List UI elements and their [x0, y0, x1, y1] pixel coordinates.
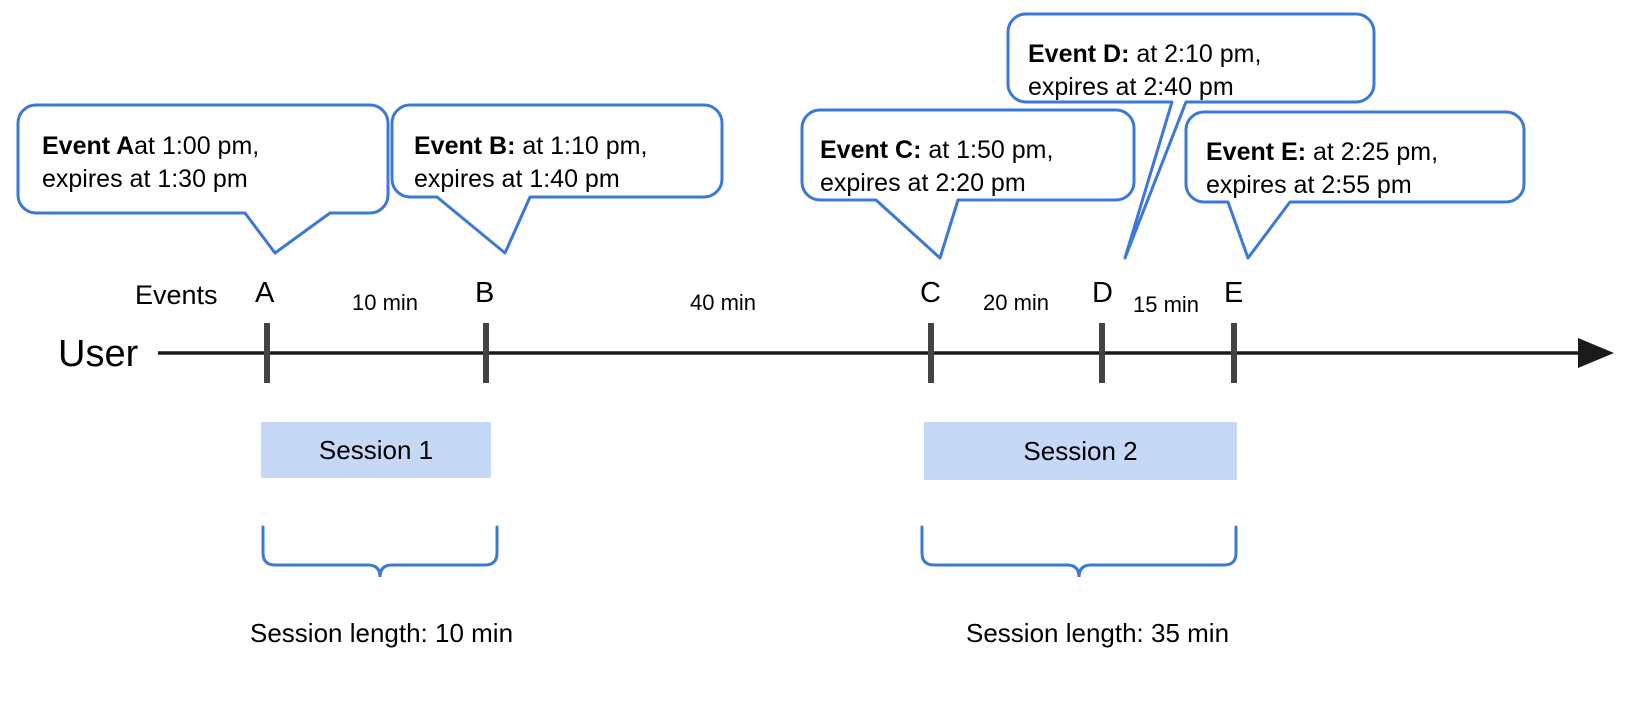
- callout-a-bold: Event A: [42, 132, 135, 160]
- callout-a-line1: at 1:00 pm,: [134, 132, 260, 160]
- gap-label-de: 15 min: [1133, 292, 1200, 317]
- timeline-arrow-head: [1578, 338, 1614, 368]
- callout-c-line2: expires at 2:20 pm: [820, 169, 1026, 197]
- callout-d-bold: Event D:: [1028, 40, 1130, 68]
- session-length-2: Session length: 35 min: [966, 618, 1230, 648]
- row-label-user: User: [58, 333, 139, 375]
- callout-text-e: Event E: at 2:25 pm, expires at 2:55 pm: [1206, 136, 1438, 202]
- callout-b-line2: expires at 1:40 pm: [414, 165, 620, 193]
- gap-label-bc: 40 min: [690, 290, 757, 315]
- callout-shape-d: [1006, 12, 1376, 260]
- brace-session-1: [261, 525, 499, 578]
- tick-label-b: B: [475, 277, 495, 309]
- brace-session-2: [920, 525, 1238, 578]
- tick-label-a: A: [255, 277, 275, 309]
- row-label-events: Events: [135, 280, 218, 310]
- callout-shape-b: [390, 103, 724, 255]
- callout-shape-a: [16, 103, 390, 255]
- callout-d-line2: expires at 2:40 pm: [1028, 73, 1234, 101]
- tick-label-d: D: [1092, 277, 1113, 309]
- gap-label-cd: 20 min: [983, 290, 1050, 315]
- callout-b-line1: at 1:10 pm,: [522, 132, 648, 160]
- callout-b-bold: Event B:: [414, 132, 516, 160]
- callout-c-bold: Event C:: [820, 136, 922, 164]
- callout-shape-c: [800, 108, 1136, 260]
- callout-e-line2: expires at 2:55 pm: [1206, 171, 1412, 199]
- callout-text-d: Event D: at 2:10 pm, expires at 2:40 pm: [1028, 38, 1261, 104]
- gap-label-ab: 10 min: [352, 290, 419, 315]
- tick-label-e: E: [1224, 277, 1244, 309]
- callout-a-line2: expires at 1:30 pm: [42, 165, 248, 193]
- callout-e-line1: at 2:25 pm,: [1312, 138, 1439, 166]
- callout-e-bold: Event E:: [1206, 138, 1307, 166]
- tick-label-c: C: [920, 277, 941, 309]
- callout-d-line1: at 2:10 pm,: [1136, 40, 1262, 68]
- session-length-1: Session length: 10 min: [250, 618, 514, 648]
- callout-text-c: Event C: at 1:50 pm, expires at 2:20 pm: [820, 134, 1053, 200]
- callout-text-a: Event Aat 1:00 pm, expires at 1:30 pm: [42, 130, 259, 196]
- callout-c-line1: at 1:50 pm,: [928, 136, 1054, 164]
- callout-shape-e: [1184, 110, 1526, 260]
- session-box-2: Session 2: [924, 422, 1237, 480]
- callout-text-b: Event B: at 1:10 pm, expires at 1:40 pm: [414, 130, 647, 196]
- session-box-1: Session 1: [261, 422, 491, 478]
